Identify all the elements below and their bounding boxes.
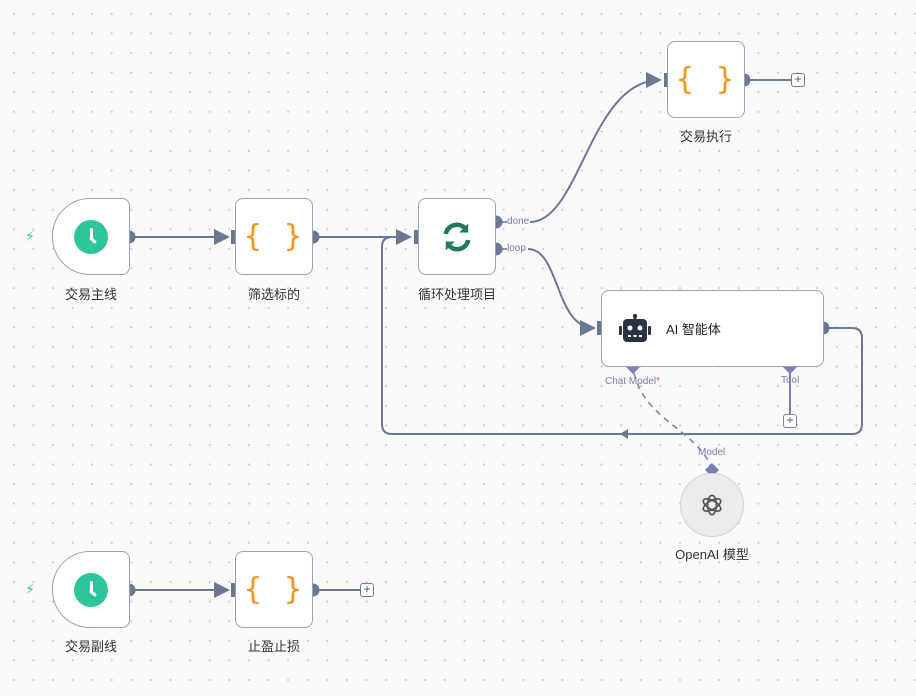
node-label: 筛选标的	[247, 287, 301, 302]
port-label-tool: Tool	[781, 375, 800, 386]
node-filter[interactable]: { }	[235, 198, 313, 275]
code-braces-icon: { }	[243, 571, 305, 607]
add-tool-button[interactable]: +	[783, 414, 797, 428]
port-label-chat-model: Chat Model*	[605, 376, 660, 387]
add-node-button[interactable]: +	[360, 583, 374, 597]
clock-icon	[74, 219, 108, 254]
robot-icon	[619, 313, 651, 342]
edge-model-to-agent[interactable]	[632, 366, 713, 471]
edge-loop-done-to-execute[interactable]	[529, 72, 662, 223]
loop-arrows-icon	[443, 222, 471, 251]
node-trigger-main[interactable]	[52, 198, 130, 275]
port-label-done: done	[507, 216, 530, 227]
edge-back-arrow	[620, 429, 628, 439]
node-loop[interactable]	[418, 198, 496, 275]
code-braces-icon: { }	[675, 61, 737, 97]
edge-loop-to-agent[interactable]	[527, 248, 596, 336]
port-label-loop: loop	[507, 243, 526, 254]
node-label: 止盈止损	[247, 639, 301, 654]
node-label: 交易主线	[64, 287, 118, 302]
node-openai-model[interactable]	[680, 473, 744, 537]
node-trigger-sub[interactable]	[52, 551, 130, 628]
add-node-button[interactable]: +	[791, 73, 805, 87]
port-loop-in[interactable]	[414, 230, 420, 244]
node-label: OpenAI 模型	[675, 547, 749, 562]
node-stop[interactable]: { }	[235, 551, 313, 628]
chat-model-text: Chat Model	[605, 376, 657, 387]
node-ai-agent[interactable]: AI 智能体	[601, 290, 824, 367]
openai-icon	[702, 494, 722, 516]
required-mark: *	[656, 376, 661, 387]
port-agent-in[interactable]	[597, 321, 603, 335]
port-label-model: Model	[698, 447, 726, 458]
bolt-icon: ⚡	[25, 228, 35, 244]
node-label: 交易副线	[64, 639, 118, 654]
code-braces-icon: { }	[243, 218, 305, 254]
clock-icon	[74, 572, 108, 607]
node-execute[interactable]: { }	[667, 41, 745, 118]
node-label: 循环处理项目	[417, 287, 497, 302]
port-filter-in[interactable]	[231, 230, 237, 244]
port-stop-in[interactable]	[231, 583, 237, 597]
node-label: 交易执行	[679, 129, 733, 144]
node-label: AI 智能体	[666, 322, 721, 337]
bolt-icon: ⚡	[25, 581, 35, 597]
